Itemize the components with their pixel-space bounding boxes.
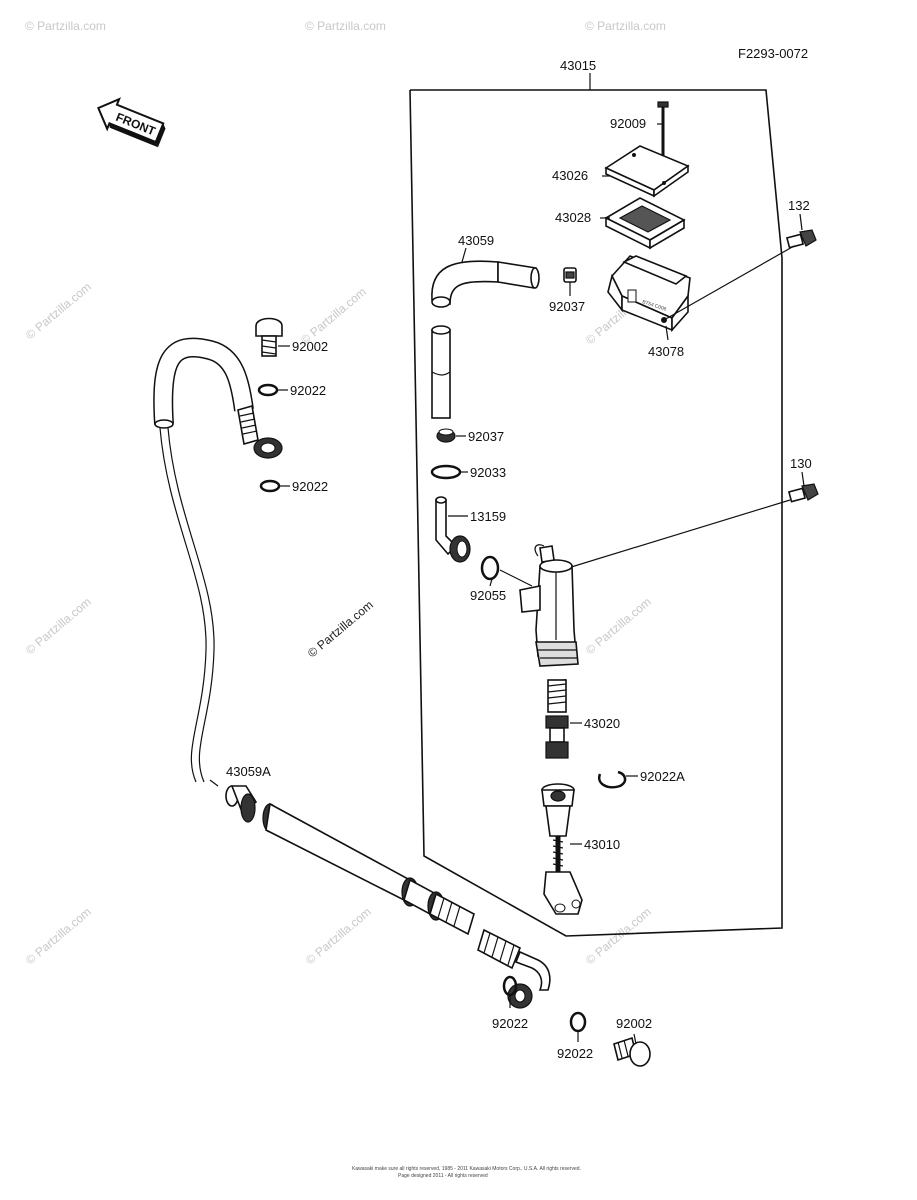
watermark: © Partzilla.com (25, 19, 106, 33)
label-92022-c: 92022 (492, 1016, 528, 1031)
part-132-bolt: 132 (785, 198, 817, 249)
part-43059-hose: 43059 (431, 233, 540, 308)
label-92022-b: 92022 (292, 479, 328, 494)
label-43059: 43059 (458, 233, 494, 248)
part-92033-ring: 92033 (430, 464, 506, 480)
part-43028-diaphragm: 43028 (555, 197, 686, 250)
part-13159-fitting: 13159 (435, 496, 506, 563)
footer-line-1: Kawasaki make sure all rights reserved, … (352, 1166, 581, 1172)
part-92022-washer-a: 92022 (257, 383, 326, 398)
part-92037-clip-upper: 92037 (549, 267, 585, 314)
part-92002-banjo-bolt-lower: 92002 (613, 1016, 652, 1067)
label-92002-lower: 92002 (616, 1016, 652, 1031)
watermark: © Partzilla.com (303, 905, 374, 968)
diagram-code: F2293-0072 (738, 46, 808, 61)
part-92002-banjo-bolt-upper: 92002 (255, 317, 328, 357)
label-92002-upper: 92002 (292, 339, 328, 354)
part-hose-straight (431, 325, 451, 419)
watermark: © Partzilla.com (583, 595, 654, 658)
label-92033: 92033 (470, 465, 506, 480)
watermark: © Partzilla.com (585, 19, 666, 33)
part-43059A-brake-hose: 43059A (153, 337, 551, 1009)
label-92037-lower: 92037 (468, 429, 504, 444)
label-43010: 43010 (584, 837, 620, 852)
part-92022A-circlip: 92022A (597, 769, 685, 789)
footer-line-2: Page designed 2011 - All rights reserved (398, 1173, 488, 1179)
label-43015: 43015 (560, 58, 596, 73)
part-92055-oring: 92055 (470, 555, 533, 603)
label-43078: 43078 (648, 344, 684, 359)
label-132: 132 (788, 198, 810, 213)
watermark: © Partzilla.com (23, 905, 94, 968)
watermark: © Partzilla.com (23, 595, 94, 658)
label-43028: 43028 (555, 210, 591, 225)
watermark-dark: © Partzilla.com (305, 598, 376, 661)
part-92037-clip-lower: 92037 (436, 428, 504, 444)
part-92009-screw: 92009 (610, 101, 669, 160)
label-92037-upper: 92037 (549, 299, 585, 314)
part-92022-washer-c: 92022 (492, 975, 528, 1031)
label-92022A: 92022A (640, 769, 685, 784)
label-43059A: 43059A (226, 764, 271, 779)
watermark: © Partzilla.com (298, 285, 369, 348)
watermark: © Partzilla.com (583, 905, 654, 968)
label-92055: 92055 (470, 588, 506, 603)
label-92022-d: 92022 (557, 1046, 593, 1061)
part-43020-piston: 43020 (545, 679, 620, 759)
label-13159: 13159 (470, 509, 506, 524)
watermark: © Partzilla.com (23, 280, 94, 343)
label-43020: 43020 (584, 716, 620, 731)
part-43078-reservoir: B754 C006 43078 (607, 245, 795, 359)
part-43010-pushrod: 43010 (541, 783, 620, 915)
label-92022-a: 92022 (290, 383, 326, 398)
assembly-frame-43015: 43015 (409, 58, 783, 937)
part-92022-washer-d: 92022 (557, 1011, 593, 1061)
watermarks: © Partzilla.com © Partzilla.com © Partzi… (23, 19, 666, 967)
part-130-bolt: 130 (567, 456, 819, 569)
part-43026-cap: 43026 (552, 145, 690, 198)
watermark: © Partzilla.com (305, 19, 386, 33)
label-130: 130 (790, 456, 812, 471)
part-master-cylinder-body (519, 544, 579, 667)
front-arrow: FRONT (97, 97, 166, 148)
label-43026: 43026 (552, 168, 588, 183)
part-92022-washer-b: 92022 (259, 479, 328, 494)
label-92009: 92009 (610, 116, 646, 131)
